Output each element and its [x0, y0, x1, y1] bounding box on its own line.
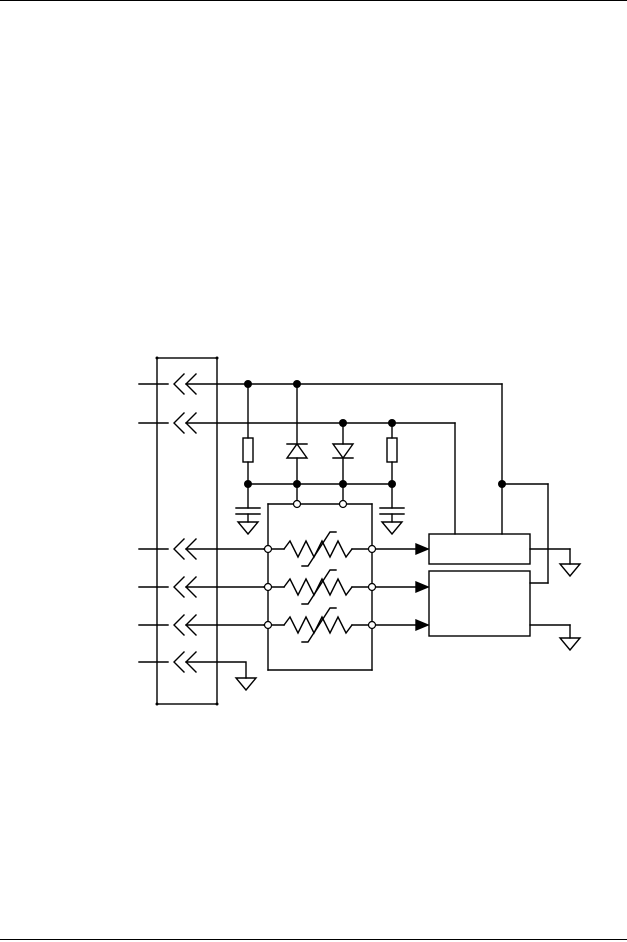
output-block-upper — [428, 533, 531, 565]
connector-pin-2 — [138, 412, 344, 434]
capacitor-left — [235, 507, 261, 523]
page-bottom-rule — [0, 939, 627, 940]
connector-corner-ticks — [155, 356, 219, 706]
capacitor-right — [379, 507, 405, 523]
supply-rail-top — [247, 383, 503, 535]
page-top-rule — [0, 0, 627, 1]
terminal-rings — [263, 499, 377, 630]
feed-branch — [501, 483, 549, 584]
output-block-lower — [428, 570, 531, 637]
connector-pin-5 — [138, 614, 265, 636]
connector-pin-6 — [138, 651, 247, 679]
junction-dots — [244, 380, 506, 488]
connector-pin-1 — [138, 373, 249, 395]
connector-pin-4 — [138, 576, 265, 598]
resistor-right — [386, 422, 398, 509]
varistor-3 — [263, 607, 430, 643]
varistor-2 — [263, 569, 430, 605]
varistor-1 — [263, 531, 430, 567]
ground-icon — [558, 637, 582, 652]
ground-icon — [380, 521, 404, 536]
ground-icon — [236, 521, 260, 536]
supply-rail-second — [342, 422, 456, 535]
output-ground-lower — [529, 624, 571, 639]
ground-icon — [558, 563, 582, 578]
resistor-left — [242, 383, 254, 509]
ground-icon — [234, 677, 258, 692]
connector-block — [156, 357, 218, 705]
connector-pin-3 — [138, 538, 265, 560]
output-ground-upper — [529, 548, 571, 565]
diode-right — [331, 422, 355, 505]
